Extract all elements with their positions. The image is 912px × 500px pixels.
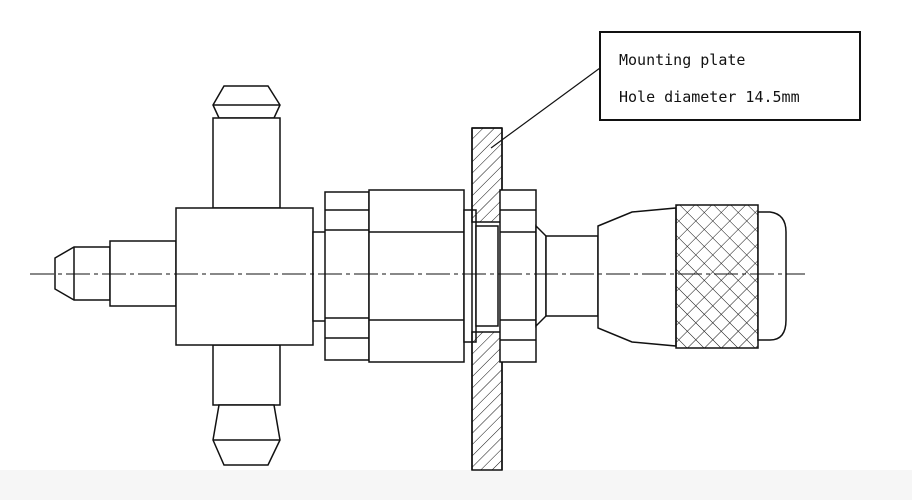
collar [535, 224, 547, 328]
bulkhead-union [368, 189, 477, 363]
bottom-band [0, 470, 912, 500]
bottom-hose-barb [212, 344, 281, 466]
hex-nut [324, 191, 370, 361]
valve-shaft [545, 235, 599, 317]
threaded-stem [475, 225, 499, 327]
callout-line-1: Mounting plate [619, 51, 746, 69]
callout-box: Mounting plate Hole diameter 14.5mm [599, 31, 861, 121]
tee-body [175, 207, 314, 346]
lock-nut [499, 189, 537, 363]
end-cap [757, 211, 787, 341]
leader-line [490, 67, 601, 149]
valve-sleeve [597, 207, 677, 347]
knurled-knob [675, 204, 759, 349]
top-hose-barb [212, 85, 281, 209]
mounting-plate [471, 127, 503, 471]
callout-line-2: Hole diameter 14.5mm [619, 88, 800, 106]
